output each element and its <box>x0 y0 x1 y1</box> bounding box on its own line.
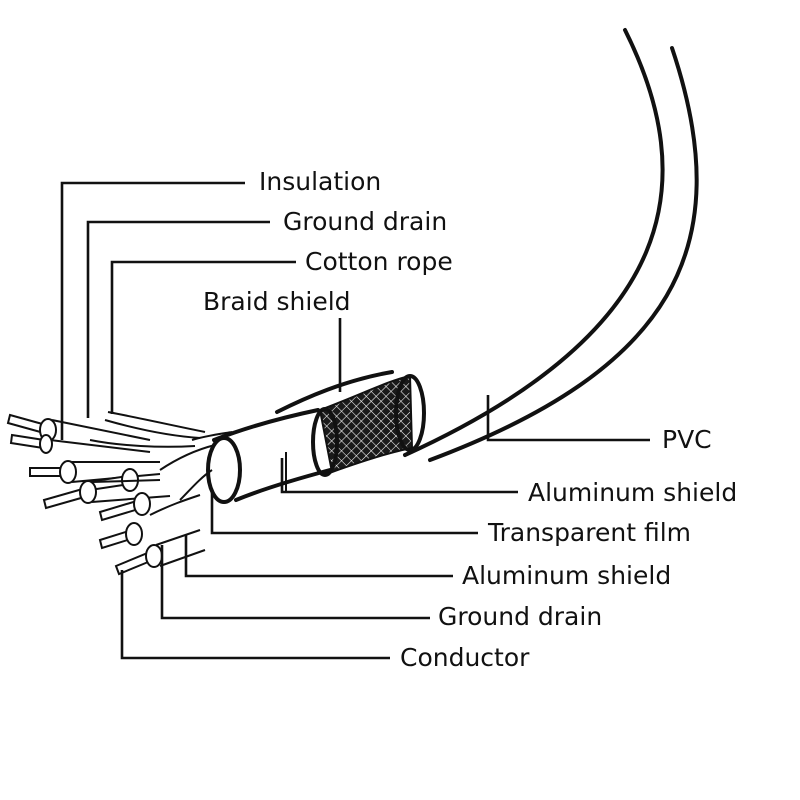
label-pvc: PVC <box>662 425 712 454</box>
pvc-jacket <box>403 28 699 462</box>
label-braid-shield: Braid shield <box>203 287 351 316</box>
wire-7 <box>98 522 143 550</box>
leader-conductor <box>120 570 390 660</box>
wire-2 <box>9 433 53 454</box>
label-cotton-rope: Cotton rope <box>305 247 453 276</box>
braid-shield <box>275 370 426 477</box>
label-transparent-film: Transparent film <box>488 518 692 547</box>
conductor-wires <box>6 413 206 576</box>
transparent-film <box>149 431 233 516</box>
label-ground-drain-top: Ground drain <box>283 207 448 236</box>
leader-pvc <box>486 395 650 442</box>
leader-ground-drain-bottom <box>160 545 430 620</box>
leader-aluminum-outer <box>280 458 518 494</box>
leader-lines <box>60 181 650 660</box>
leader-transparent-film <box>210 490 478 535</box>
drain-strands <box>89 411 206 448</box>
leader-ground-drain-top <box>86 220 270 418</box>
leader-cotton-rope <box>110 260 296 414</box>
label-aluminum-shield-inner: Aluminum shield <box>462 561 672 590</box>
label-insulation: Insulation <box>259 167 382 196</box>
leader-insulation <box>60 181 245 440</box>
label-conductor: Conductor <box>400 643 530 672</box>
label-aluminum-shield-outer: Aluminum shield <box>528 478 738 507</box>
leader-aluminum-inner <box>184 535 453 578</box>
label-ground-drain-bottom: Ground drain <box>438 602 603 631</box>
wire-5 <box>42 479 171 510</box>
wire-6 <box>98 492 151 522</box>
aluminum-shield-outer <box>206 408 332 504</box>
